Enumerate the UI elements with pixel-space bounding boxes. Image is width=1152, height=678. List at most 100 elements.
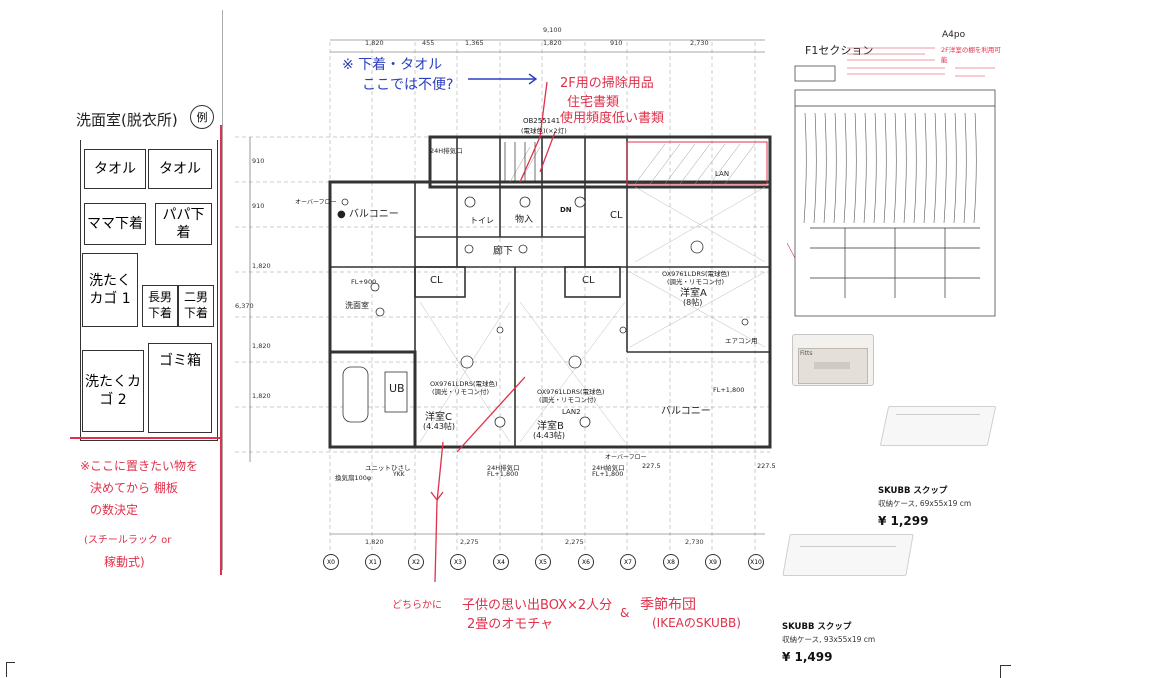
axis-x3: X3 — [450, 554, 466, 570]
red-note-line-1: 2F用の掃除用品 — [560, 76, 654, 91]
label-balcony-right: バルコニー — [661, 406, 711, 417]
page-corner-mark — [6, 662, 15, 677]
shelf-towel-1: タオル — [84, 149, 146, 189]
label-cl-2: CL — [582, 275, 595, 286]
floor-plan: 9,100 1,820 455 1,365 1,820 910 2,730 1,… — [225, 22, 785, 582]
axis-x0: X0 — [323, 554, 339, 570]
product-card-2[interactable]: SKUBB スクップ 収納ケース, 93x55x19 cm ¥ 1,499 — [782, 620, 875, 664]
label-lan-2: LAN2 — [562, 408, 581, 416]
label-dim-2275b: 227.5 — [757, 462, 776, 470]
red-note-line-3: 使用頻度低い書類 — [560, 111, 665, 126]
label-vent-2-fl: FL+1,800 — [487, 470, 519, 478]
label-exhaust: 換気扇100φ — [335, 474, 372, 482]
shelf-laundry-basket-1: 洗たくカゴ 1 — [82, 253, 138, 327]
label-room-a-size: (8帖) — [683, 298, 703, 307]
footnote-line-2: 決めてから 棚板 — [90, 481, 178, 495]
shelf-trash-bin: ゴミ箱 — [148, 343, 212, 433]
shelf-papa-underwear: パパ下着 — [155, 203, 212, 245]
label-overflow-2: オーバーフロー — [605, 454, 647, 461]
dim-bottom-3: 2,275 — [565, 538, 584, 546]
label-dn: DN — [560, 206, 572, 214]
label-light-1: OX9761LDRS(電球色) — [662, 270, 730, 278]
dim-top-5: 910 — [610, 39, 623, 47]
dim-top-3: 1,365 — [465, 39, 484, 47]
label-corridor: 廊下 — [493, 246, 513, 257]
product-2-price: ¥ 1,499 — [782, 650, 833, 664]
dim-bottom-2: 2,275 — [460, 538, 479, 546]
dim-side-4: 1,820 — [252, 342, 271, 350]
right-sketch-note-right: 2F洋室の棚を利用可能 — [941, 46, 1001, 64]
page-divider-left — [222, 10, 223, 570]
axis-x8: X8 — [663, 554, 679, 570]
label-ykk: YKK — [393, 471, 405, 478]
fitts-drawer-image: Fitts — [788, 328, 874, 396]
red-note-line-2: 住宅書類 — [567, 95, 620, 110]
closet-sketch-drawing — [786, 47, 996, 317]
label-washroom: 洗面室 — [345, 301, 369, 310]
axis-x5: X5 — [535, 554, 551, 570]
skubb-2-image — [782, 524, 914, 584]
dim-top-2: 455 — [422, 39, 435, 47]
label-overflow-1: オーバーフロー — [295, 199, 337, 206]
cabinet-bottom-line — [70, 437, 220, 439]
blue-note-line-1: ※ 下着・タオル — [342, 57, 443, 73]
shelf-laundry-basket-2: 洗たくカゴ 2 — [82, 350, 144, 432]
label-dim-2275: 227.5 — [642, 462, 661, 470]
dim-top-4: 1,820 — [543, 39, 562, 47]
label-light-3b: (調光・リモコン付) — [539, 396, 597, 404]
label-room-a: 洋室A — [680, 288, 707, 299]
product-1-name[interactable]: SKUBB スクップ — [878, 486, 948, 496]
dim-side-5: 1,820 — [252, 392, 271, 400]
shelf-son1-underwear: 長男下着 — [142, 285, 178, 327]
label-aircon: エアコン用 — [725, 337, 758, 345]
bottom-red-line-1: どちらかに — [392, 600, 442, 611]
dim-top-6: 2,730 — [690, 39, 709, 47]
product-card-1[interactable]: SKUBB スクップ 収納ケース, 69x55x19 cm ¥ 1,299 — [878, 484, 971, 528]
dim-top-1: 1,820 — [365, 39, 384, 47]
label-vent-1-fl: FL+1,800 — [713, 386, 745, 394]
left-note-circle: 例 — [190, 105, 214, 129]
dim-bottom-1: 1,820 — [365, 538, 384, 546]
product-2-name[interactable]: SKUBB スクップ — [782, 622, 852, 632]
product-1-desc: 収納ケース, 69x55x19 cm — [878, 499, 972, 508]
label-vent-1: 24H排気口 — [430, 147, 463, 155]
fitts-label: Fitts — [800, 350, 813, 357]
shelf-son2-underwear: 二男下着 — [178, 285, 214, 327]
bottom-red-line-2: 子供の思い出BOX×2人分 — [462, 598, 613, 613]
label-balcony-left: ● バルコニー — [337, 209, 399, 220]
label-ub: UB — [389, 382, 405, 395]
shelf-towel-2: タオル — [148, 149, 212, 189]
label-room-c-size: (4.43帖) — [423, 422, 456, 431]
label-light-2: OX9761LDRS(電球色) — [430, 380, 498, 388]
left-note: 洗面室(脱衣所) 例 タオル タオル ママ下着 パパ下着 洗たくカゴ 1 長男下… — [70, 105, 222, 575]
label-ob-sub: (電球色)(×2灯) — [521, 127, 567, 135]
cabinet-outline — [80, 140, 218, 441]
label-cl-3: CL — [610, 210, 623, 221]
right-sketch-note-top: A4po — [942, 30, 966, 40]
page-corner-mark-right — [1000, 665, 1011, 678]
axis-x2: X2 — [408, 554, 424, 570]
label-vent-2: 24H排気口 — [487, 464, 520, 472]
axis-x7: X7 — [620, 554, 636, 570]
label-room-c: 洋室C — [425, 412, 452, 423]
dim-side-total: 6,370 — [235, 302, 254, 310]
label-room-b: 洋室B — [537, 421, 564, 432]
dim-side-1: 910 — [252, 157, 265, 165]
skubb-1-image — [878, 392, 997, 452]
dim-side-3: 1,820 — [252, 262, 271, 270]
dim-side-2: 910 — [252, 202, 265, 210]
label-ob: OB255141 — [523, 117, 561, 125]
label-light-2b: (調光・リモコン付) — [432, 388, 490, 396]
left-note-title: 洗面室(脱衣所) — [76, 111, 178, 129]
label-light-3: OX9761LDRS(電球色) — [537, 388, 605, 396]
axis-x4: X4 — [493, 554, 509, 570]
label-fl900: FL+900 — [351, 278, 377, 286]
label-storage: 物入 — [515, 215, 534, 225]
label-vent-3-fl: FL+1,800 — [592, 470, 624, 478]
product-1-price: ¥ 1,299 — [878, 514, 929, 528]
margin-line — [220, 125, 222, 575]
footnote-line-1: ※ここに置きたい物を — [80, 459, 199, 473]
footnote-line-5: 稼動式) — [104, 555, 145, 569]
blue-note-line-2: ここでは不便? — [362, 77, 454, 93]
shelf-mama-underwear: ママ下着 — [84, 203, 146, 245]
